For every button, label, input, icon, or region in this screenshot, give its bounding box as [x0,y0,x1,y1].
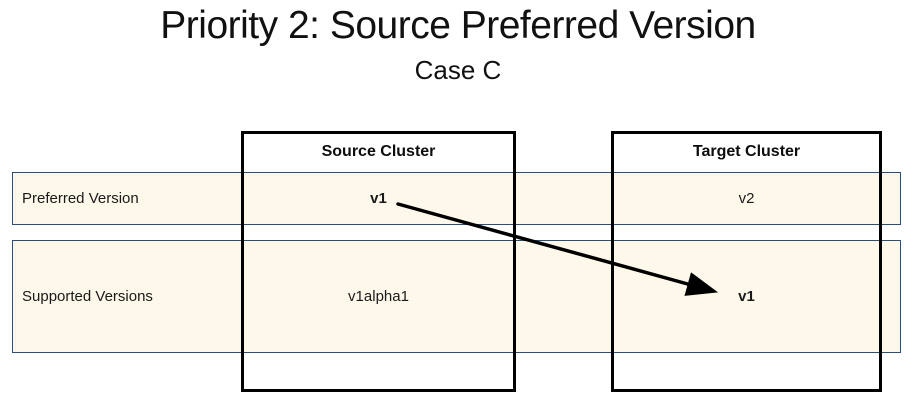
slide-subtitle: Case C [414,55,502,85]
target-supported-versions-value: v1 [738,288,755,305]
target-cluster-header: Target Cluster [692,143,801,160]
source-supported-versions-value: v1alpha1 [348,288,409,305]
slide-title: Priority 2: Source Preferred Version [160,4,756,47]
source-preferred-version-value: v1 [370,190,387,207]
source-cluster-header: Source Cluster [321,143,436,160]
supported-versions-row-label: Supported Versions [22,288,153,305]
preferred-version-row-label: Preferred Version [22,190,139,207]
target-preferred-version-value: v2 [738,190,755,207]
